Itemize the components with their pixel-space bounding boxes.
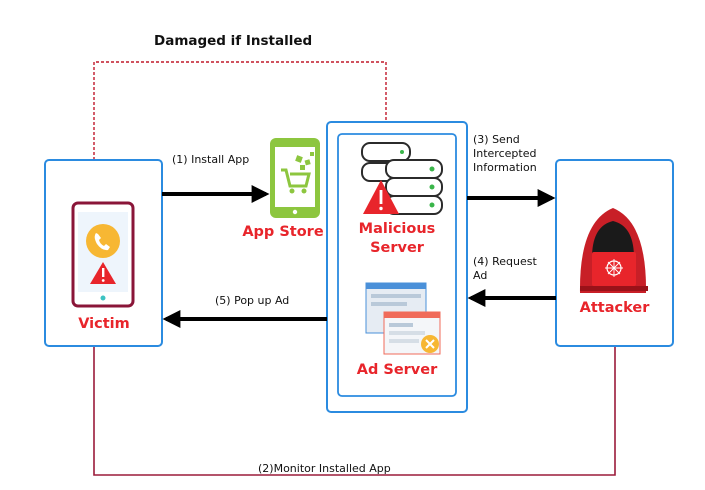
- send-label-line3: Information: [473, 161, 537, 174]
- ad-window-icon: [365, 282, 441, 355]
- malicious-server-label-line1: Malicious: [358, 221, 436, 237]
- send-label-line2: Intercepted: [473, 147, 537, 160]
- phone-alert-icon: [71, 201, 135, 308]
- malicious-server-label-line2: Server: [370, 240, 424, 256]
- popup-label: (5) Pop up Ad: [215, 294, 290, 307]
- server-alert-icon: [361, 142, 443, 215]
- install-app-label: (1) Install App: [172, 153, 250, 166]
- victim-label: Victim: [78, 316, 130, 332]
- request-label-line2: Ad: [473, 269, 488, 282]
- damaged-connector: [93, 61, 387, 160]
- diagram-title: Damaged if Installed: [154, 33, 313, 49]
- request-label-line1: (4) Request: [473, 255, 537, 268]
- shopping-phone-icon: [270, 138, 320, 218]
- attacker-label: Attacker: [579, 300, 650, 316]
- monitor-connector: [93, 346, 616, 476]
- monitor-label: (2)Monitor Installed App: [258, 462, 391, 475]
- ad-server-label: Ad Server: [356, 362, 438, 378]
- send-label-line1: (3) Send: [473, 133, 520, 146]
- app-store-label: App Store: [242, 224, 324, 240]
- hacker-icon: [579, 208, 648, 293]
